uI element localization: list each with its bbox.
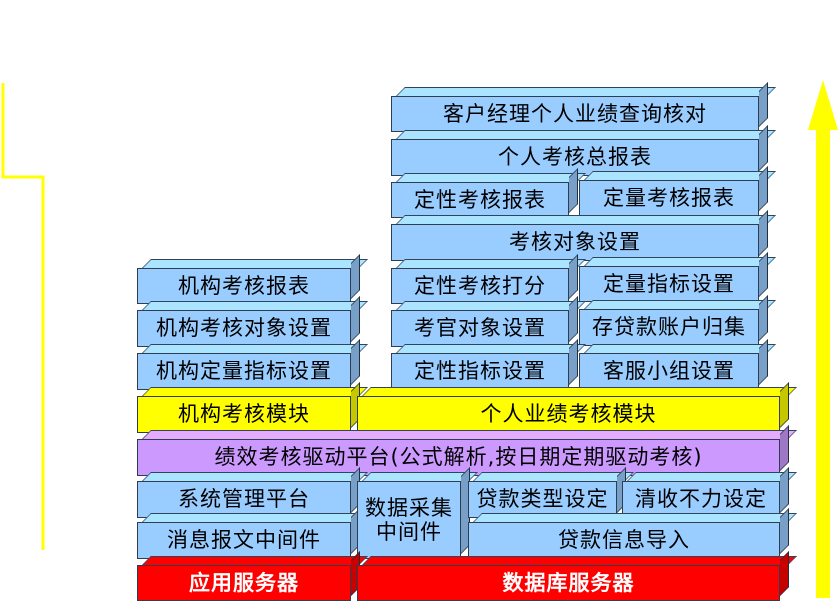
- org-quantitative-setup-block: 机构定量指标设置: [137, 353, 351, 390]
- examiner-object-setup-block: 考官对象设置: [391, 310, 569, 347]
- customer-manager-query-block: 客户经理个人业绩查询核对: [391, 96, 759, 132]
- loan-info-import-block: 贷款信息导入: [468, 522, 780, 559]
- qualitative-scoring-block: 定性考核打分: [391, 268, 569, 304]
- loan-type-setup-block: 贷款类型设定: [468, 481, 617, 518]
- assessment-object-setup-block: 考核对象设置: [391, 224, 759, 261]
- service-group-setup-block: 客服小组设置: [579, 353, 759, 390]
- org-report-block: 机构考核报表: [137, 268, 351, 304]
- collection-failure-setup-block: 清收不力设定: [622, 481, 780, 518]
- qualitative-report-block: 定性考核报表: [391, 182, 569, 218]
- org-object-setup-block: 机构考核对象设置: [137, 310, 351, 347]
- drive-platform-block: 绩效考核驱动平台(公式解析,按日期定期驱动考核): [137, 439, 780, 476]
- db-server-block: 数据库服务器: [357, 565, 780, 601]
- quantitative-report-block: 定量考核报表: [579, 180, 759, 216]
- app-server-block: 应用服务器: [137, 565, 351, 601]
- qualitative-indicator-setup-block: 定性指标设置: [391, 353, 569, 390]
- personal-module-block: 个人业绩考核模块: [357, 396, 780, 433]
- deposit-loan-account-block: 存贷款账户归集: [579, 309, 759, 346]
- system-mgmt-block: 系统管理平台: [137, 481, 351, 518]
- org-module-block: 机构考核模块: [137, 396, 351, 433]
- data-collection-block: 数据采集 中间件: [357, 481, 461, 559]
- message-middleware-block: 消息报文中间件: [137, 522, 351, 559]
- quantitative-indicator-setup-block: 定量指标设置: [579, 266, 759, 302]
